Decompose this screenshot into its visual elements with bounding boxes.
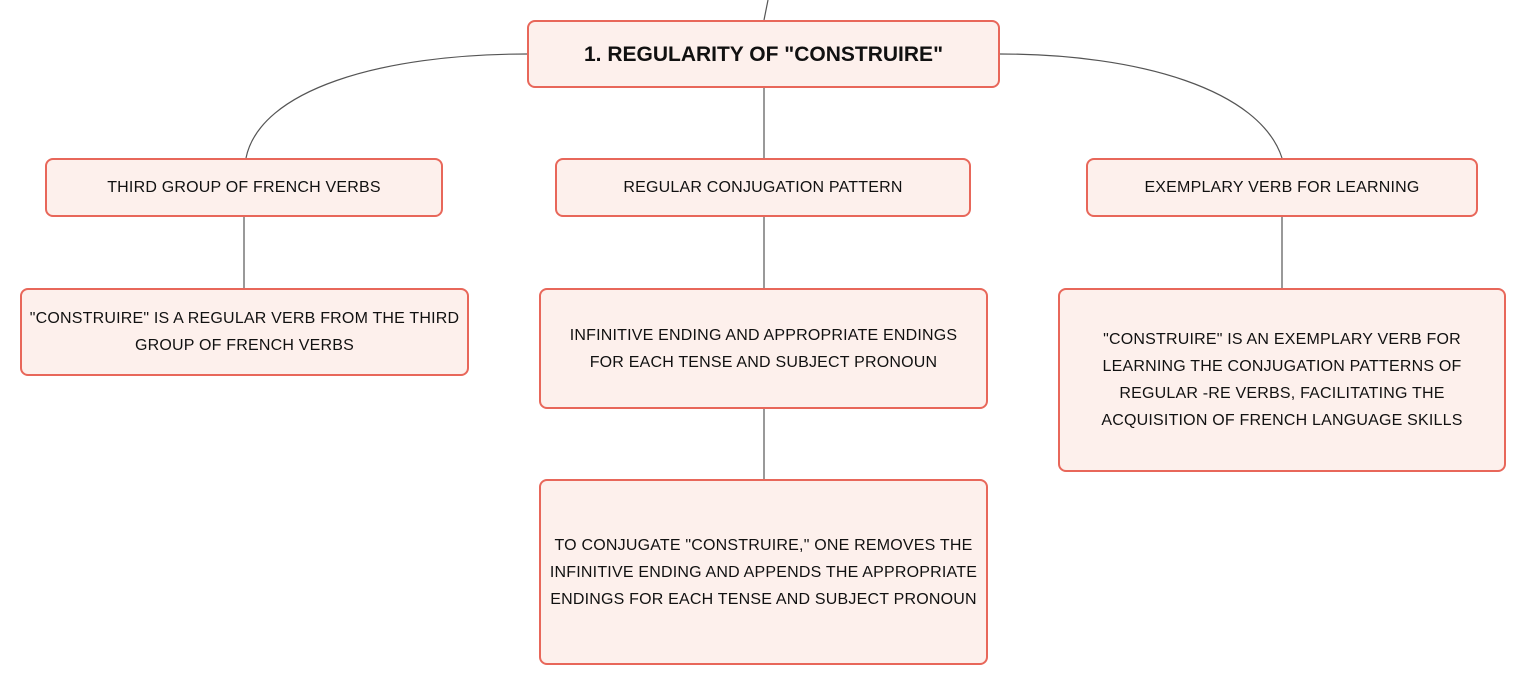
detail-node-conjugation-steps[interactable]: TO CONJUGATE "CONSTRUIRE," ONE REMOVES T…: [539, 479, 988, 665]
detail-node-exemplary-verb-description[interactable]: "CONSTRUIRE" IS AN EXEMPLARY VERB FOR LE…: [1058, 288, 1506, 472]
connector-root-to-third-group: [245, 53, 528, 159]
branch-node-exemplary-verb[interactable]: EXEMPLARY VERB FOR LEARNING: [1086, 158, 1478, 217]
incoming-connector: [763, 0, 769, 21]
branch-node-regular-conjugation-pattern[interactable]: REGULAR CONJUGATION PATTERN: [555, 158, 971, 217]
detail-node-infinitive-endings[interactable]: INFINITIVE ENDING AND APPROPRIATE ENDING…: [539, 288, 988, 409]
detail-node-regular-third-group-verb[interactable]: "CONSTRUIRE" IS A REGULAR VERB FROM THE …: [20, 288, 469, 376]
connector-root-to-exemplary-verb: [999, 53, 1283, 159]
branch-node-third-group[interactable]: THIRD GROUP OF FRENCH VERBS: [45, 158, 443, 217]
root-node-regularity-of-construire[interactable]: 1. REGULARITY OF "CONSTRUIRE": [527, 20, 1000, 88]
